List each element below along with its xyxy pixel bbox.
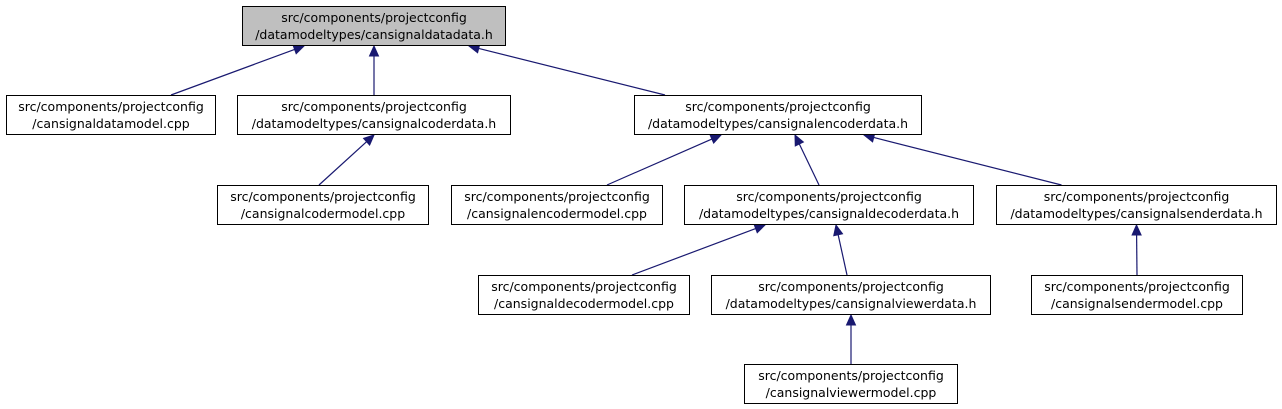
- node-line-path: src/components/projectconfig: [464, 189, 650, 204]
- node-cansignalviewermodel-cpp[interactable]: src/components/projectconfig /cansignalv…: [744, 364, 958, 404]
- node-line-path: src/components/projectconfig: [685, 99, 871, 114]
- node-line-file: /cansignalviewermodel.cpp: [765, 385, 937, 400]
- node-cansignaldecodermodel-cpp[interactable]: src/components/projectconfig /cansignald…: [478, 275, 690, 315]
- edge-encoderdata_h-to-root: [478, 47, 666, 96]
- node-cansignalcodermodel-cpp[interactable]: src/components/projectconfig /cansignalc…: [217, 185, 429, 225]
- edge-datamodel_cpp-to-root: [170, 48, 295, 96]
- node-line-file: /datamodeltypes/cansignalcoderdata.h: [251, 116, 497, 131]
- node-line-file: /cansignalsendermodel.cpp: [1051, 296, 1223, 311]
- edge-decodermodel_cpp-to-decoderdata_h: [631, 227, 756, 276]
- edge-senderdata_h-to-encoderdata_h: [873, 136, 1062, 186]
- arrowhead-icon: [292, 44, 306, 55]
- node-line-path: src/components/projectconfig: [1043, 189, 1230, 204]
- node-line-path: src/components/projectconfig: [281, 99, 467, 114]
- node-line-file: /datamodeltypes/cansignaldatadata.h: [255, 27, 493, 42]
- arrowhead-icon: [1131, 223, 1142, 236]
- node-line-path: src/components/projectconfig: [281, 10, 467, 25]
- node-cansignalencoderdata-h[interactable]: src/components/projectconfig /datamodelt…: [634, 95, 922, 135]
- edge-viewerdata_h-to-decoderdata_h: [837, 234, 848, 276]
- arrowhead-icon: [709, 134, 723, 145]
- node-cansignalsenderdata-h[interactable]: src/components/projectconfig /datamodelt…: [996, 185, 1277, 225]
- arrowhead-icon: [368, 44, 380, 57]
- edge-decoderdata_h-to-encoderdata_h: [798, 143, 820, 186]
- node-line-file: /datamodeltypes/cansignalviewerdata.h: [725, 296, 977, 311]
- node-line-file: /cansignalcodermodel.cpp: [240, 206, 406, 221]
- node-line-file: /cansignaldecodermodel.cpp: [494, 296, 674, 311]
- node-line-path: src/components/projectconfig: [758, 279, 944, 294]
- edge-codermodel_cpp-to-coderdata_h: [318, 141, 368, 186]
- arrowhead-icon: [845, 313, 857, 326]
- arrowhead-icon: [794, 133, 805, 147]
- node-cansignaldatamodel-cpp[interactable]: src/components/projectconfig /cansignald…: [6, 95, 216, 135]
- node-line-path: src/components/projectconfig: [758, 368, 944, 383]
- node-cansignalcoderdata-h[interactable]: src/components/projectconfig /datamodelt…: [237, 95, 511, 135]
- node-line-file: /cansignalencodermodel.cpp: [467, 206, 647, 221]
- node-line-file: /datamodeltypes/cansignalsenderdata.h: [1010, 206, 1263, 221]
- edge-encodermodel_cpp-to-encoderdata_h: [606, 138, 713, 186]
- node-line-path: src/components/projectconfig: [491, 279, 677, 294]
- arrowhead-icon: [833, 223, 844, 237]
- node-line-path: src/components/projectconfig: [230, 189, 416, 204]
- arrowhead-icon: [362, 134, 375, 146]
- node-cansignalsendermodel-cpp[interactable]: src/components/projectconfig /cansignals…: [1031, 275, 1243, 315]
- node-line-path: src/components/projectconfig: [1044, 279, 1230, 294]
- node-line-path: src/components/projectconfig: [736, 189, 922, 204]
- arrowhead-icon: [753, 223, 767, 234]
- node-line-file: /cansignaldatamodel.cpp: [32, 116, 190, 131]
- node-cansignalencodermodel-cpp[interactable]: src/components/projectconfig /cansignale…: [451, 185, 663, 225]
- node-line-file: /datamodeltypes/cansignaldecoderdata.h: [698, 206, 960, 221]
- node-cansignalviewerdata-h[interactable]: src/components/projectconfig /datamodelt…: [711, 275, 991, 315]
- node-line-file: /datamodeltypes/cansignalencoderdata.h: [647, 116, 909, 131]
- node-cansignaldatadata-h[interactable]: src/components/projectconfig /datamodelt…: [242, 6, 506, 46]
- node-line-path: src/components/projectconfig: [18, 99, 204, 114]
- node-cansignaldecoderdata-h[interactable]: src/components/projectconfig /datamodelt…: [684, 185, 974, 225]
